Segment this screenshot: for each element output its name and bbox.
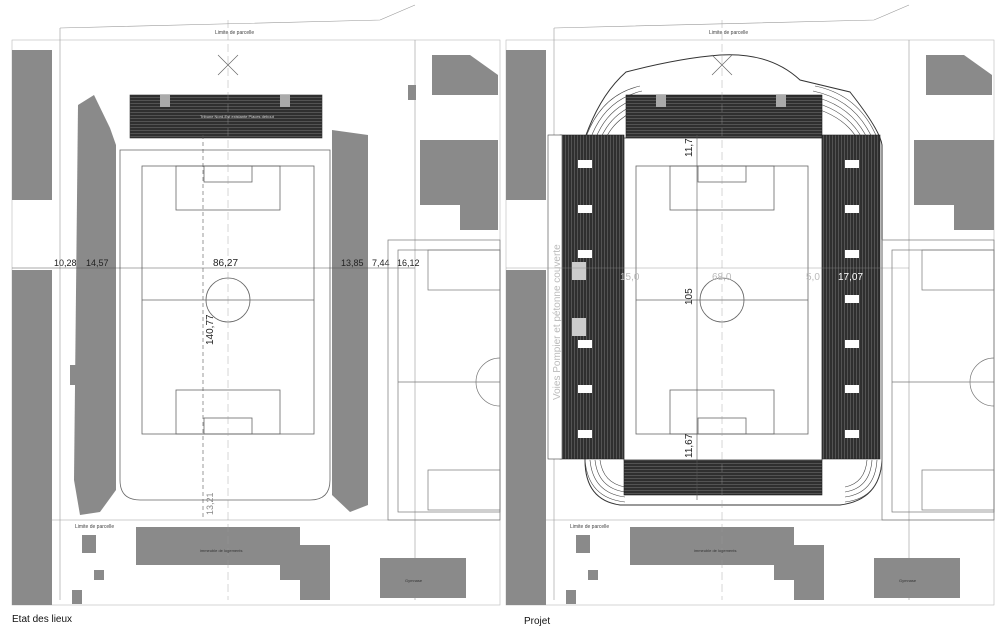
parcel-line-top-r [553,4,910,29]
dim-5-0: 5,0 [806,272,820,283]
stand-north-pillar-1 [160,95,170,107]
dim-140-77: 140,77 [205,314,216,345]
dim-11-67: 11,67 [684,433,695,458]
stand-west-existing [74,95,116,515]
right-panel: 11,7 11,67 105 68,0 15,0 5,0 17,07 Voies… [505,4,995,627]
building-east-mid-r [914,140,994,230]
limit-label-top-r: Limite de parcelle [709,30,748,36]
adjacent-field-left [387,239,501,521]
left-panel: 10,28 14,57 86,27 13,85 7,44 16,12 140,7… [11,4,501,625]
parcel-line-top [59,4,416,29]
building-east-top [432,55,498,95]
pitch-surround [119,149,331,501]
building-small-3 [72,590,82,604]
building-south-east-r [874,558,960,598]
limit-label-bottom: Limite de parcelle [75,524,114,530]
building-label-right: immeuble de logements [694,548,736,553]
pitch-surround-r [623,137,823,461]
dim-14-57: 14,57 [86,258,109,268]
dim-11-7: 11,7 [684,138,695,157]
stand-north-pillar-2 [280,95,290,107]
dim-86-27: 86,27 [213,258,238,269]
limit-label-bottom-r: Limite de parcelle [570,524,609,530]
north-arrow-icon-r [711,54,733,76]
dim-13-85: 13,85 [341,258,364,268]
dim-13-21: 13,21 [205,492,215,515]
building-small-5 [408,85,416,100]
caption-right: Projet [524,616,550,627]
building-west-top [12,50,52,200]
north-arrow-icon [217,54,239,76]
building-label-left: immeuble de logements [200,548,242,553]
building-east-top-r [926,55,992,95]
stand-north-pillar-1-r [656,95,666,107]
stand-north-project [625,94,823,139]
dim-68-0: 68,0 [712,272,732,283]
building-small-1-r [576,535,590,553]
building-small-1 [82,535,96,553]
stand-north-pillar-2-r [776,95,786,107]
dim-17-07: 17,07 [838,272,863,283]
adjacent-field-right [881,239,995,521]
building-small-label-left: Gymnase [405,578,423,583]
stand-north-label: Tribune Nord-Est existante Places debout [200,114,275,119]
building-south-east [380,558,466,598]
dim-15-0: 15,0 [620,272,640,283]
limit-label-top: Limite de parcelle [215,30,254,36]
building-west-top-r [506,50,546,200]
building-east-mid [420,140,498,230]
stand-east-existing [332,130,368,512]
stand-south-project [623,459,823,496]
dim-7-44: 7,44 [372,258,390,268]
building-small-2 [94,570,104,580]
building-small-4 [70,365,76,385]
stand-west-project [559,134,625,460]
building-south-r [630,527,824,600]
building-west-bottom-r [506,270,546,605]
building-small-2-r [588,570,598,580]
building-small-3-r [566,590,576,604]
dim-16-12: 16,12 [397,258,420,268]
dim-105: 105 [684,288,695,305]
caption-left: Etat des lieux [12,614,72,625]
building-small-label-right: Gymnase [899,578,917,583]
building-west-bottom [12,270,52,605]
dim-10-28: 10,28 [54,258,77,268]
vomitories [572,160,859,438]
fire-lane-covered [547,134,563,460]
building-south [136,527,330,600]
fire-lane-label: Voies Pompier et pétonne couverte [552,244,563,400]
